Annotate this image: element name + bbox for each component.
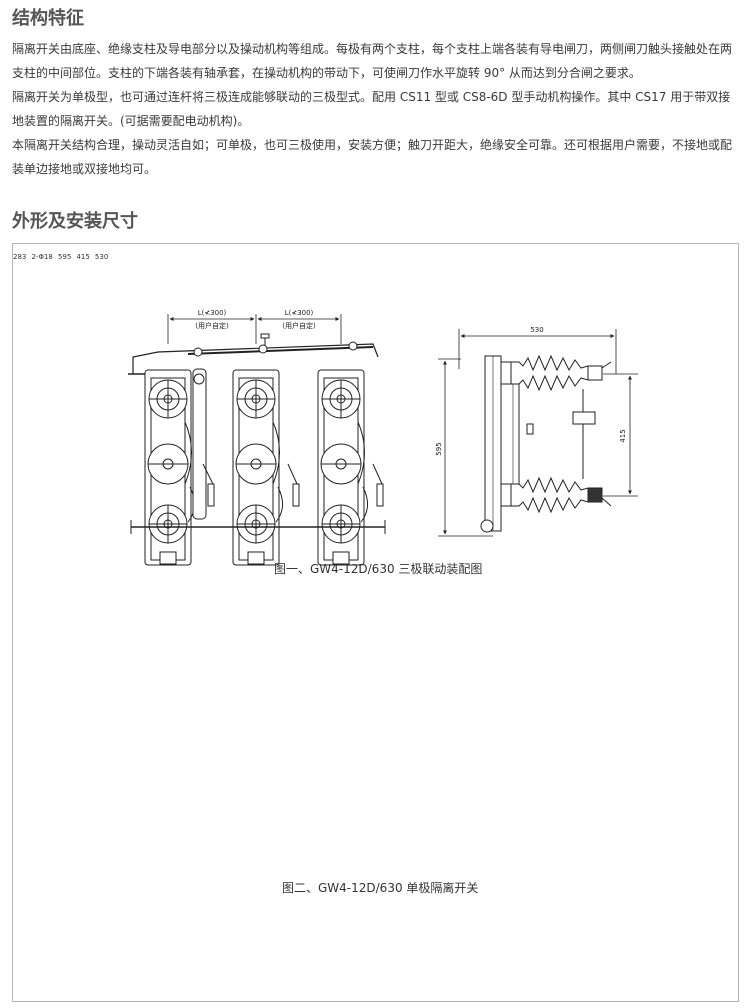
- fig2-inner-dim: 415: [76, 253, 90, 261]
- fig1-inner-dim: 415: [619, 429, 627, 442]
- fig2-width-dim: 530: [94, 253, 109, 261]
- fig1-left-span-label: L(≮300): [198, 309, 227, 317]
- fig2-caption: 图二、GW4-12D/630 单极隔离开关: [282, 881, 479, 895]
- paragraph-structure-3: 本隔离开关结构合理，操动灵活自如；可单极，也可三极使用，安装方便；触刀开距大，绝…: [12, 138, 733, 176]
- section-title-dimensions: 外形及安装尺寸: [12, 211, 138, 232]
- fig2-height-dim: 595: [57, 253, 72, 261]
- paragraph-structure-1: 隔离开关由底座、绝缘支柱及导电部分以及操动机构等组成。每极有两个支柱，每个支柱上…: [12, 42, 733, 80]
- fig2-hole-spacing: 283: [13, 253, 27, 261]
- fig2-mounting-holes: 283 2-Φ18: [13, 244, 58, 263]
- section-title-structure: 结构特征: [12, 8, 84, 29]
- fig1-right-span-label: L(≮300): [285, 309, 314, 317]
- fig1-caption: 图一、GW4-12D/630 三极联动装配图: [274, 562, 483, 576]
- drawing-frame: L(≮300) (用户自定) L(≮300) (用户自定): [12, 243, 739, 1002]
- paragraph-structure-2: 隔离开关为单极型，也可通过连杆将三极连成能够联动的三极型式。配用 CS11 型或…: [12, 90, 731, 128]
- fig1-right-span-note: (用户自定): [282, 321, 316, 330]
- fig1-height-dim: 595: [435, 442, 443, 455]
- fig2-side-view: 595 415 530: [58, 244, 108, 263]
- fig1-left-span-note: (用户自定): [195, 321, 229, 330]
- fig1-side-view: 530 595 415: [435, 326, 638, 537]
- fig1-three-pole-front-view: L(≮300) (用户自定) L(≮300) (用户自定): [128, 309, 386, 566]
- fig1-width-dim: 530: [530, 326, 543, 334]
- fig2-hole-label: 2-Φ18: [31, 253, 53, 261]
- technical-drawing: L(≮300) (用户自定) L(≮300) (用户自定): [128, 309, 638, 566]
